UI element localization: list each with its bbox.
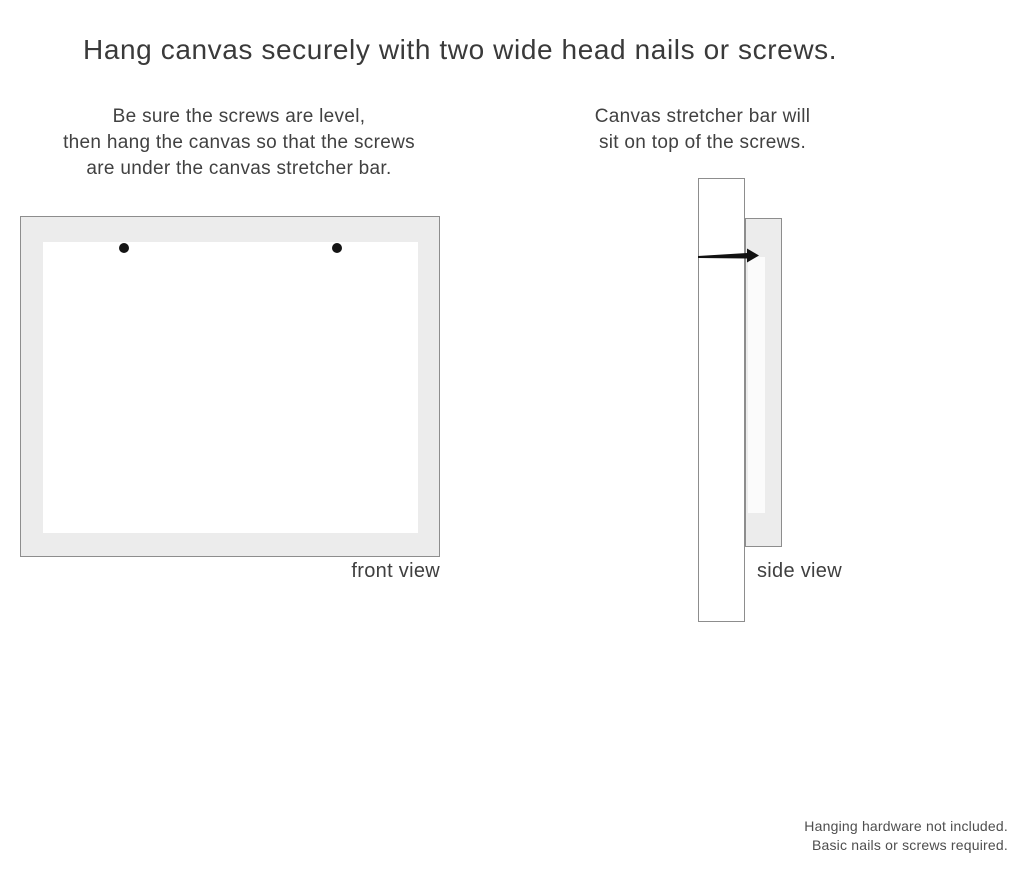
instruction-line: then hang the canvas so that the screws [63, 132, 415, 153]
nail-head-dot-right [332, 243, 342, 253]
nail-icon [698, 248, 759, 263]
side-view-stretcher-bar [698, 178, 745, 622]
footer-line: Basic nails or screws required. [811, 837, 1008, 853]
side-view-instruction: Canvas stretcher bar will sit on top of … [560, 104, 845, 156]
front-view-canvas-face [43, 242, 418, 533]
instruction-line: sit on top of the screws. [598, 132, 807, 153]
footer-line: Hanging hardware not included. [804, 818, 1008, 834]
instruction-line: Canvas stretcher bar will [594, 106, 811, 127]
front-view-canvas-frame [20, 216, 440, 557]
front-view-label: front view [351, 560, 440, 582]
side-view-label: side view [757, 560, 842, 582]
instruction-line: are under the canvas stretcher bar. [86, 158, 392, 179]
page-title: Hang canvas securely with two wide head … [83, 33, 838, 65]
side-view-canvas-inner-face [748, 257, 765, 513]
instruction-line: Be sure the screws are level, [112, 106, 366, 127]
side-view-canvas-profile [745, 218, 782, 547]
front-view-instruction: Be sure the screws are level, then hang … [19, 104, 459, 182]
footer-note: Hanging hardware not included. Basic nai… [804, 817, 1008, 855]
nail-head-dot-left [119, 243, 129, 253]
